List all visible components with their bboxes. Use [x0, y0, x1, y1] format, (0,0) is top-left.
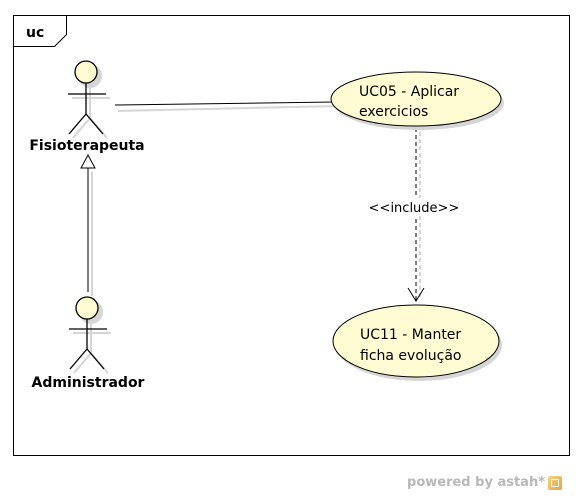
actor-administrador-label: Administrador [32, 375, 145, 391]
frame-tag: uc [26, 25, 44, 41]
uc11-label-line1: UC11 - Manter [360, 327, 461, 343]
stick-figure-icon [69, 296, 107, 370]
stick-figure-icon [68, 60, 106, 135]
include-arrowhead [407, 287, 425, 302]
use-case-uc05[interactable]: UC05 - Aplicar exercicios [330, 71, 504, 130]
actor-fisioterapeuta-label: Fisioterapeuta [29, 138, 144, 154]
use-case-uc11[interactable]: UC11 - Manter ficha evolução [332, 304, 502, 381]
generalization-arrowhead [80, 153, 96, 169]
actor-administrador[interactable]: Administrador [32, 296, 145, 391]
uc05-label-line1: UC05 - Aplicar [359, 84, 459, 100]
association-fisioterapeuta-uc05[interactable] [114, 101, 339, 112]
watermark-text: powered by astah* [407, 475, 545, 490]
uc05-label-line2: exercicios [359, 104, 428, 120]
diagram-frame: uc [13, 15, 570, 456]
astah-watermark: powered by astah* [407, 475, 562, 490]
actor-fisioterapeuta[interactable]: Fisioterapeuta [29, 60, 145, 154]
include-uc05-uc11[interactable]: <<include>> [369, 128, 460, 302]
include-label: <<include>> [369, 201, 460, 216]
generalization-administrador-fisioterapeuta[interactable] [80, 153, 96, 296]
uc11-label-line2: ficha evolução [360, 348, 462, 364]
astah-logo-icon [548, 475, 562, 490]
